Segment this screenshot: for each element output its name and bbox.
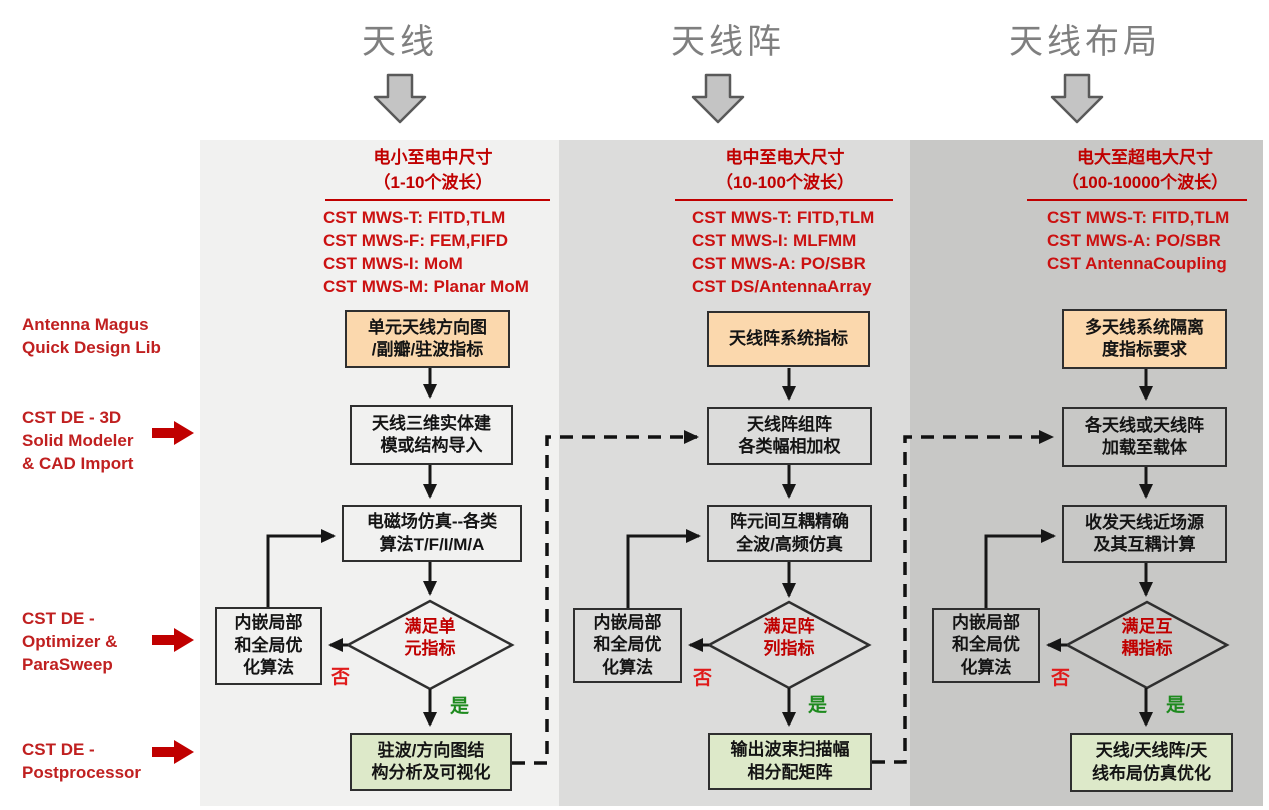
column-2-title-underline (675, 199, 893, 201)
solver-item: CST MWS-A: PO/SBR (1047, 231, 1221, 250)
column-2-optimizer-box: 内嵌局部 和全局优 化算法 (573, 608, 682, 683)
column-2-decision-label: 满足阵 列指标 (763, 617, 815, 659)
column-2-yes-label: 是 (808, 695, 828, 716)
solver-item: CST MWS-I: MLFMM (692, 231, 857, 250)
column-1-title-underline (325, 199, 550, 201)
solver-item: CST MWS-F: FEM,FIFD (323, 231, 509, 250)
column-3-size-title: 电大至超电大尺寸 （100-10000个波长） (1061, 148, 1229, 192)
solver-item: CST MWS-T: FITD,TLM (1047, 208, 1230, 227)
label-cst-de-optimizer: CST DE - Optimizer & ParaSweep (22, 609, 118, 674)
solver-item: CST DS/AntennaArray (692, 277, 872, 296)
red-arrow-icon (152, 421, 194, 764)
column-1-solver-list: CST MWS-T: FITD,TLM CST MWS-F: FEM,FIFD … (323, 206, 529, 298)
column-3-no-label: 否 (1051, 668, 1071, 689)
column-3-yes-label: 是 (1166, 695, 1186, 716)
column-1-background (200, 140, 559, 806)
column-3-spec-box: 多天线系统隔离 度指标要求 (1062, 309, 1227, 369)
column-1-spec-box: 单元天线方向图 /副瓣/驻波指标 (345, 310, 510, 368)
column-1-modeling-box: 天线三维实体建 模或结构导入 (350, 405, 513, 465)
label-cst-de-postprocessor: CST DE - Postprocessor (22, 740, 142, 782)
column-3-optimizer-box: 内嵌局部 和全局优 化算法 (932, 608, 1040, 683)
column-3-header: 天线布局 (1009, 23, 1161, 61)
label-cst-de-modeler: CST DE - 3D Solid Modeler & CAD Import (22, 408, 134, 473)
column-2-size-title: 电中至电大尺寸 （10-100个波长） (716, 148, 854, 192)
solver-item: CST MWS-A: PO/SBR (692, 254, 866, 273)
column-1-no-label: 否 (331, 667, 351, 688)
column-2-no-label: 否 (693, 668, 713, 689)
column-3-nearfield-box: 收发天线近场源 及其互耦计算 (1062, 505, 1227, 563)
column-1-decision-label: 满足单 元指标 (404, 617, 456, 659)
column-2-output-box: 输出波束扫描幅 相分配矩阵 (708, 733, 872, 790)
column-2-array-box: 天线阵组阵 各类幅相加权 (707, 407, 872, 465)
solver-item: CST MWS-M: Planar MoM (323, 277, 529, 296)
column-2-coupling-sim-box: 阵元间互耦精确 全波/高频仿真 (707, 505, 872, 562)
column-2-solver-list: CST MWS-T: FITD,TLM CST MWS-I: MLFMM CST… (692, 206, 874, 298)
column-1-optimizer-box: 内嵌局部 和全局优 化算法 (215, 607, 322, 685)
column-1-simulation-box: 电磁场仿真--各类 算法T/F/I/M/A (342, 505, 522, 562)
header-down-arrow (373, 73, 1104, 124)
label-antenna-magus: Antenna Magus Quick Design Lib (22, 315, 161, 357)
solver-item: CST MWS-T: FITD,TLM (323, 208, 506, 227)
column-1-header: 天线 (362, 23, 438, 61)
solver-item: CST AntennaCoupling (1047, 254, 1227, 273)
column-3-loading-box: 各天线或天线阵 加载至载体 (1062, 407, 1227, 467)
column-2-header: 天线阵 (671, 23, 785, 61)
column-2-spec-box: 天线阵系统指标 (707, 311, 870, 367)
column-3-output-box: 天线/天线阵/天 线布局仿真优化 (1070, 733, 1233, 792)
column-1-yes-label: 是 (450, 696, 470, 717)
solver-item: CST MWS-I: MoM (323, 254, 463, 273)
solver-item: CST MWS-T: FITD,TLM (692, 208, 875, 227)
column-1-output-box: 驻波/方向图结 构分析及可视化 (350, 733, 512, 791)
column-1-size-title: 电小至电中尺寸 （1-10个波长） (373, 148, 493, 192)
column-3-solver-list: CST MWS-T: FITD,TLM CST MWS-A: PO/SBR CS… (1047, 206, 1229, 275)
column-3-decision-label: 满足互 耦指标 (1121, 617, 1173, 659)
column-3-title-underline (1027, 199, 1247, 201)
